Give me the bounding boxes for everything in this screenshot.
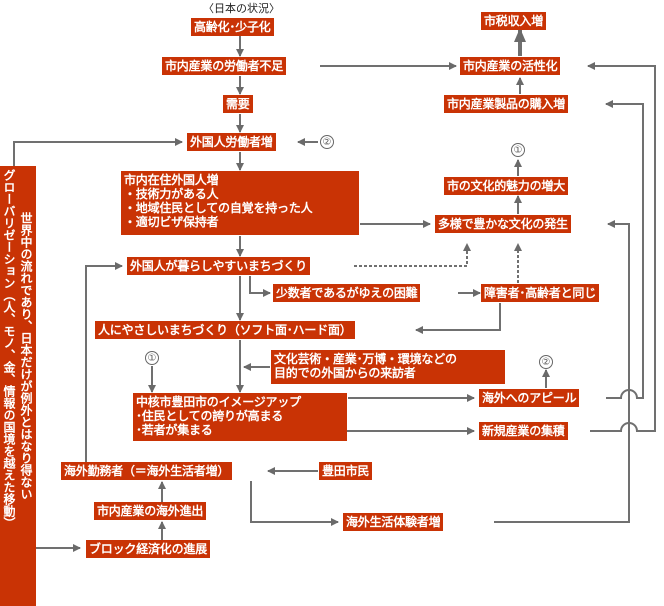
arrow-overseas-to-experience xyxy=(250,481,339,526)
node-product-purchase: 市内産業製品の購入増 xyxy=(444,95,569,113)
marker-one-left: ① xyxy=(145,351,159,365)
arrow-overseas-to-friendly xyxy=(85,262,123,462)
node-minority-difficulty: 少数者であるがゆえの困難 xyxy=(273,284,421,302)
image-up-item: ･住民としての誇りが高まる xyxy=(136,409,284,423)
node-tax-increase: 市税収入増 xyxy=(481,12,547,30)
globalization-main: グローバリゼーション（人、モノ、金、情報の国境を越えた移動） xyxy=(2,169,16,529)
arrow-same-to-people xyxy=(415,303,501,334)
node-same-as-disabled: 障害者･高齢者と同じ xyxy=(481,284,600,302)
header-caption: 〈日本の状況〉 xyxy=(203,2,280,15)
resident-foreigners-item: ・適切ビザ保持者 xyxy=(124,215,219,229)
node-overseas-expansion: 市内産業の海外進出 xyxy=(94,502,207,520)
node-resident-foreigners: 市内在住外国人増 ・技術力がある人 ・地域住民としての自覚を持った人 ・適切ビザ… xyxy=(121,171,359,235)
node-demand: 需要 xyxy=(223,95,253,113)
node-aging: 高齢化･少子化 xyxy=(191,18,274,36)
globalization-sub: 世界中の流れであり、日本だけが例外とはなり得ない xyxy=(19,212,33,500)
dashed-friendly-to-diverse xyxy=(354,243,471,267)
marker-two-right: ② xyxy=(539,355,553,369)
arrow-friendly-to-minority xyxy=(249,276,271,297)
node-overseas-appeal: 海外へのアピール xyxy=(479,389,580,407)
resident-foreigners-title: 市内在住外国人増 xyxy=(124,173,219,187)
node-globalization: グローバリゼーション（人、モノ、金、情報の国境を越えた移動） 世界中の流れであり… xyxy=(0,166,36,606)
node-block-economy: ブロック経済化の進展 xyxy=(86,540,211,558)
image-up-title: 中核市豊田市のイメージアップ xyxy=(136,395,301,409)
node-industry-active: 市内産業の活性化 xyxy=(460,57,561,75)
loop-experience-to-diverse xyxy=(494,220,630,523)
resident-foreigners-item: ・技術力がある人 xyxy=(124,187,219,201)
node-labor-shortage: 市内産業の労働者不足 xyxy=(162,57,287,75)
node-diverse-culture: 多様で豊かな文化の発生 xyxy=(435,215,571,233)
marker-one-right: ① xyxy=(511,143,525,157)
node-new-industry: 新規産業の集積 xyxy=(479,422,568,440)
image-up-item: ･若者が集まる xyxy=(136,423,213,437)
loop-industry-to-active xyxy=(587,62,656,432)
loop-appeal-to-purchase xyxy=(605,100,644,399)
marker-two-left: ② xyxy=(320,135,334,149)
node-foreign-workers: 外国人労働者増 xyxy=(187,133,276,151)
node-overseas-experience: 海外生活体験者増 xyxy=(343,513,444,531)
arrow-global-to-workers xyxy=(13,138,183,166)
node-people-friendly: 人にやさしいまちづくり（ソフト面･ハード面） xyxy=(95,321,355,339)
visitors-line: 文化芸術・産業･万博・環境などの xyxy=(274,352,457,366)
node-foreigner-friendly: 外国人が暮らしやすいまちづくり xyxy=(127,257,310,275)
node-cultural-appeal: 市の文化的魅力の増大 xyxy=(444,177,569,195)
resident-foreigners-item: ・地域住民としての自覚を持った人 xyxy=(124,201,313,215)
visitors-line: 目的での外国からの来訪者 xyxy=(274,366,416,380)
node-visitors: 文化芸術・産業･万博・環境などの 目的での外国からの来訪者 xyxy=(271,350,505,384)
node-image-up: 中核市豊田市のイメージアップ ･住民としての誇りが高まる ･若者が集まる xyxy=(133,393,347,441)
node-overseas-workers: 海外勤務者（＝海外生活者増） xyxy=(61,462,233,480)
node-toyota-citizens: 豊田市民 xyxy=(319,462,373,480)
